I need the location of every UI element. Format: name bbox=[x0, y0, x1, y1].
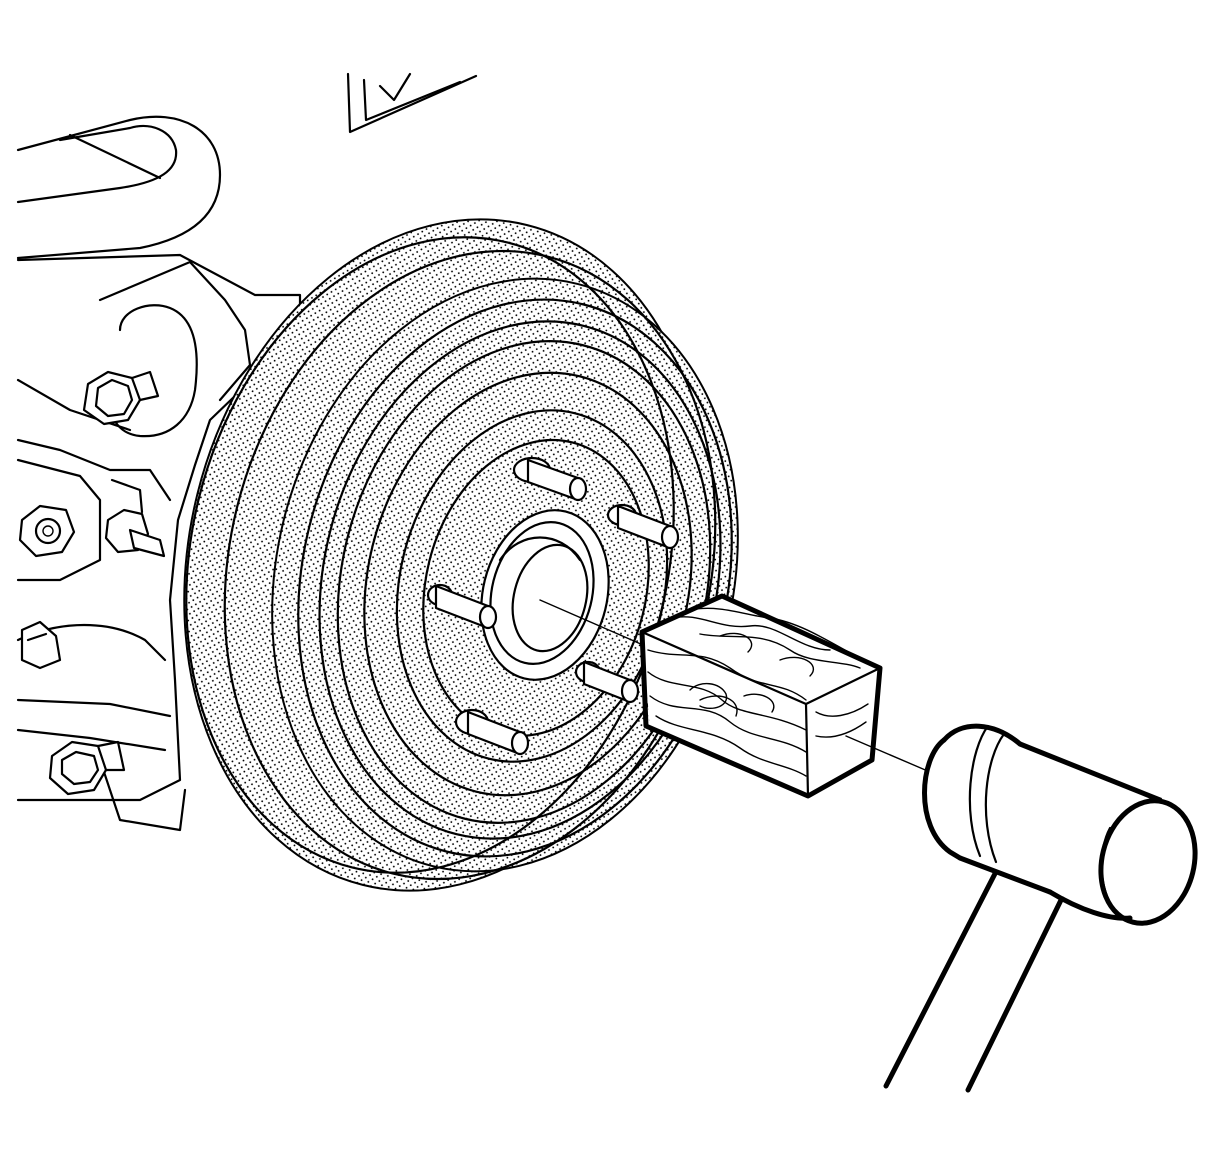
suspension-arm bbox=[16, 72, 478, 832]
hex-nut-middle bbox=[18, 504, 76, 558]
mallet bbox=[883, 723, 1198, 1093]
wheel-stud bbox=[606, 503, 680, 550]
hub-center bbox=[480, 509, 610, 681]
wheel-stud bbox=[512, 456, 588, 502]
wheel-stud bbox=[426, 583, 498, 630]
wheel-stud bbox=[454, 708, 530, 756]
impact-line-block bbox=[845, 735, 931, 773]
wheel-studs bbox=[426, 456, 680, 756]
bleeder-fitting bbox=[104, 478, 166, 558]
hex-bolt-lower bbox=[48, 740, 126, 796]
wood-block bbox=[639, 593, 883, 799]
brake-drum bbox=[183, 218, 739, 892]
impact-line-hub bbox=[539, 599, 651, 649]
lower-fitting bbox=[20, 620, 62, 670]
hex-bolt-upper bbox=[82, 370, 160, 426]
wheel-stud bbox=[574, 660, 640, 704]
